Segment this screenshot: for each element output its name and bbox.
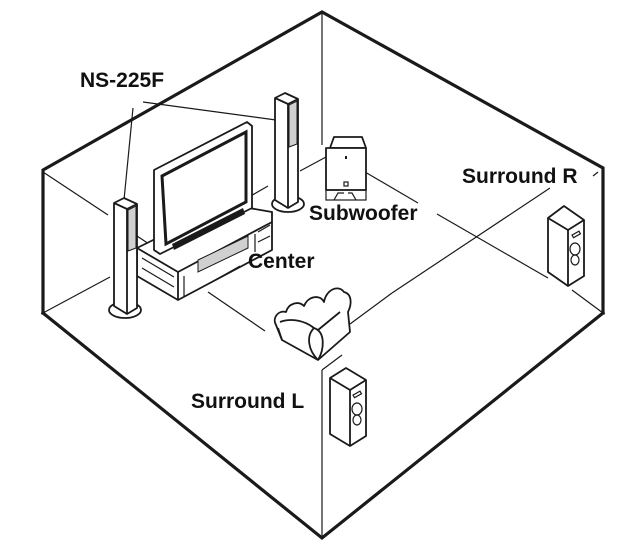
front-right-speaker bbox=[271, 92, 305, 213]
front-speaker-leader-lines bbox=[123, 101, 277, 201]
center-speaker bbox=[197, 235, 249, 273]
surround-right-speaker bbox=[547, 205, 585, 287]
label-subwoofer: Subwoofer bbox=[309, 202, 418, 225]
front-left-speaker bbox=[108, 197, 142, 319]
label-ns-225f: NS-225F bbox=[80, 69, 164, 92]
label-center: Center bbox=[248, 250, 315, 273]
label-surround-l: Surround L bbox=[191, 390, 304, 413]
armchair bbox=[273, 287, 352, 361]
surround-left-speaker bbox=[329, 367, 367, 447]
television bbox=[153, 121, 253, 255]
surround-r-leader bbox=[592, 171, 599, 177]
label-surround-r: Surround R bbox=[462, 165, 578, 188]
left-floor-edge-a bbox=[42, 276, 111, 314]
front-right-grille bbox=[288, 100, 298, 148]
tv-base bbox=[172, 208, 245, 250]
left-wall-floor-line-top bbox=[42, 171, 109, 216]
subwoofer bbox=[325, 136, 367, 201]
front-left-grille bbox=[127, 205, 137, 252]
room-outline bbox=[40, 10, 606, 541]
tv-screen bbox=[160, 129, 248, 247]
